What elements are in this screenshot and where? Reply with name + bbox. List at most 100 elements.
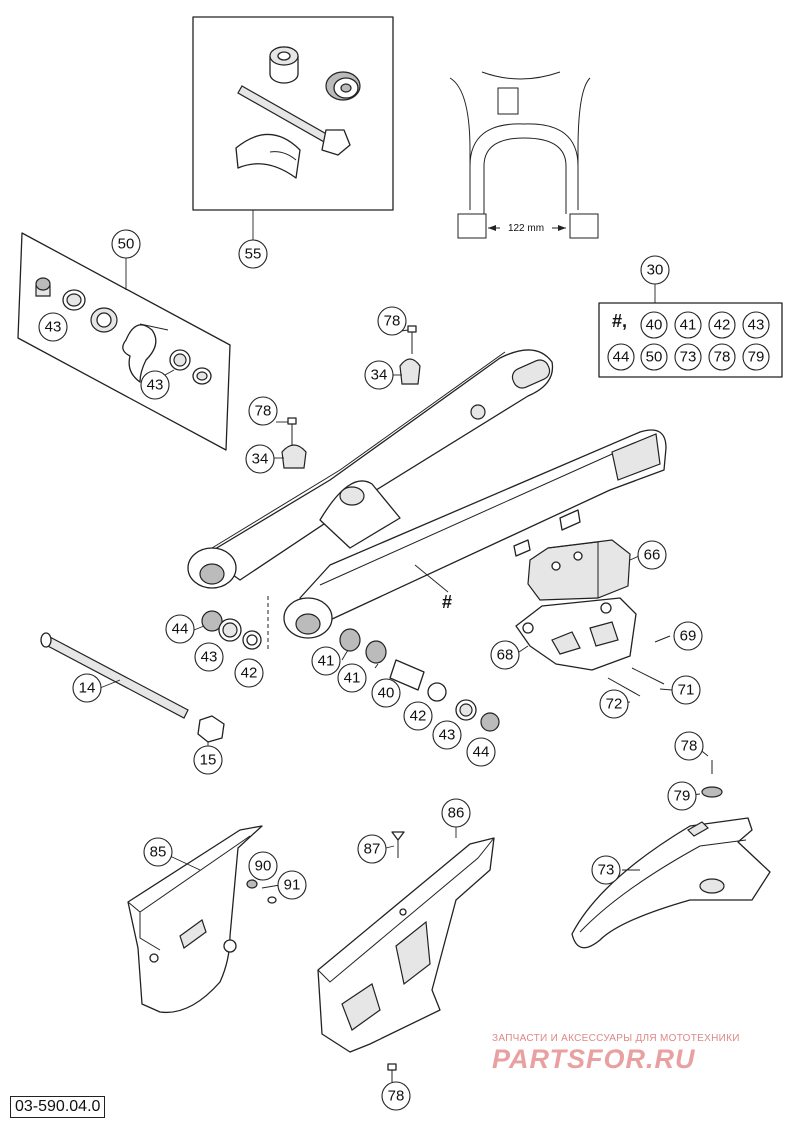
svg-text:66: 66	[644, 547, 661, 564]
kit-50-box	[17, 232, 231, 451]
callout-50: 50	[111, 229, 141, 259]
clamp-lower	[274, 417, 307, 469]
svg-text:44: 44	[172, 621, 189, 638]
kit-item-44: 44	[607, 343, 635, 371]
svg-text:79: 79	[674, 788, 691, 805]
callout-43: 43	[432, 720, 462, 750]
callout-78: 78	[377, 306, 407, 336]
svg-text:42: 42	[714, 317, 731, 334]
kit-item-79: 79	[742, 343, 770, 371]
svg-text:86: 86	[448, 805, 465, 822]
callout-43: 43	[194, 642, 224, 672]
watermark: ЗАПЧАСТИ И АКСЕССУАРЫ ДЛЯ МОТОТЕХНИКИ PA…	[492, 1033, 792, 1075]
svg-text:50: 50	[118, 236, 135, 253]
callout-44: 44	[466, 737, 496, 767]
kit-item-73: 73	[674, 343, 702, 371]
callout-42: 42	[403, 701, 433, 731]
watermark-tagline: ЗАПЧАСТИ И АКСЕССУАРЫ ДЛЯ МОТОТЕХНИКИ	[492, 1033, 740, 1044]
svg-text:43: 43	[45, 319, 62, 336]
kit-item-50: 50	[640, 343, 668, 371]
svg-text:41: 41	[680, 317, 697, 334]
svg-text:34: 34	[371, 367, 388, 384]
svg-text:44: 44	[473, 744, 490, 761]
callout-14: 14	[72, 673, 102, 703]
kit-item-78: 78	[708, 343, 736, 371]
svg-text:55: 55	[245, 246, 262, 263]
svg-text:85: 85	[150, 844, 167, 861]
svg-text:41: 41	[318, 653, 335, 670]
swingarm	[187, 349, 667, 639]
main-part-marker: #	[442, 592, 452, 612]
svg-text:44: 44	[613, 349, 630, 366]
svg-text:78: 78	[714, 349, 731, 366]
svg-text:72: 72	[606, 696, 623, 713]
dimension-view	[449, 71, 599, 239]
callout-85: 85	[143, 837, 173, 867]
callout-42: 42	[234, 658, 264, 688]
kit-item-43: 43	[742, 311, 770, 339]
swingarm-guard	[317, 831, 495, 1082]
svg-text:42: 42	[410, 708, 427, 725]
callout-79: 79	[667, 781, 697, 811]
callout-66: 66	[637, 540, 667, 570]
callout-43: 43	[38, 312, 68, 342]
svg-text:78: 78	[681, 738, 698, 755]
svg-text:71: 71	[678, 682, 695, 699]
dimension-label: 122 mm	[508, 223, 544, 234]
callout-78: 78	[674, 731, 704, 761]
svg-text:43: 43	[147, 377, 164, 394]
chain-guide	[515, 539, 637, 671]
chain-guard	[127, 825, 277, 1014]
svg-text:15: 15	[200, 752, 217, 769]
callout-72: 72	[599, 689, 629, 719]
callout-55: 55	[238, 239, 268, 269]
svg-text:43: 43	[201, 649, 218, 666]
svg-text:91: 91	[284, 877, 301, 894]
kit-item-40: 40	[640, 311, 668, 339]
pivot-seals-left	[201, 596, 269, 650]
svg-text:14: 14	[79, 680, 96, 697]
svg-text:34: 34	[252, 451, 269, 468]
callout-43: 43	[140, 370, 170, 400]
chain-slider	[571, 760, 771, 949]
svg-text:41: 41	[344, 670, 361, 687]
callout-87: 87	[357, 834, 387, 864]
callout-91: 91	[277, 870, 307, 900]
svg-text:43: 43	[439, 727, 456, 744]
callout-78: 78	[381, 1081, 411, 1111]
callout-30: 30	[640, 255, 670, 285]
svg-text:42: 42	[241, 665, 258, 682]
callout-41: 41	[337, 663, 367, 693]
svg-text:79: 79	[748, 349, 765, 366]
svg-text:30: 30	[647, 262, 664, 279]
callout-73: 73	[591, 855, 621, 885]
svg-text:68: 68	[497, 647, 514, 664]
svg-text:73: 73	[598, 862, 615, 879]
callout-90: 90	[248, 851, 278, 881]
svg-text:40: 40	[646, 317, 663, 334]
svg-text:87: 87	[364, 841, 381, 858]
svg-text:78: 78	[388, 1088, 405, 1105]
svg-text:43: 43	[748, 317, 765, 334]
callout-34: 34	[364, 360, 394, 390]
svg-text:78: 78	[255, 403, 272, 420]
callout-69: 69	[673, 621, 703, 651]
pivot-axle	[40, 632, 225, 743]
svg-text:90: 90	[255, 858, 272, 875]
callout-40: 40	[371, 678, 401, 708]
clamp-upper	[392, 325, 421, 385]
diagram-code: 03-590.04.0	[10, 1096, 106, 1118]
svg-text:78: 78	[384, 313, 401, 330]
callout-68: 68	[490, 640, 520, 670]
kit-55-box	[192, 16, 394, 211]
kit-30-hash: #,	[612, 311, 627, 331]
svg-text:69: 69	[680, 628, 697, 645]
watermark-logo: PARTSFOR.RU	[492, 1044, 696, 1074]
callout-71: 71	[671, 675, 701, 705]
callout-15: 15	[193, 745, 223, 775]
svg-text:73: 73	[680, 349, 697, 366]
svg-text:50: 50	[646, 349, 663, 366]
callout-86: 86	[441, 798, 471, 828]
pivot-bearings-right	[339, 628, 500, 732]
